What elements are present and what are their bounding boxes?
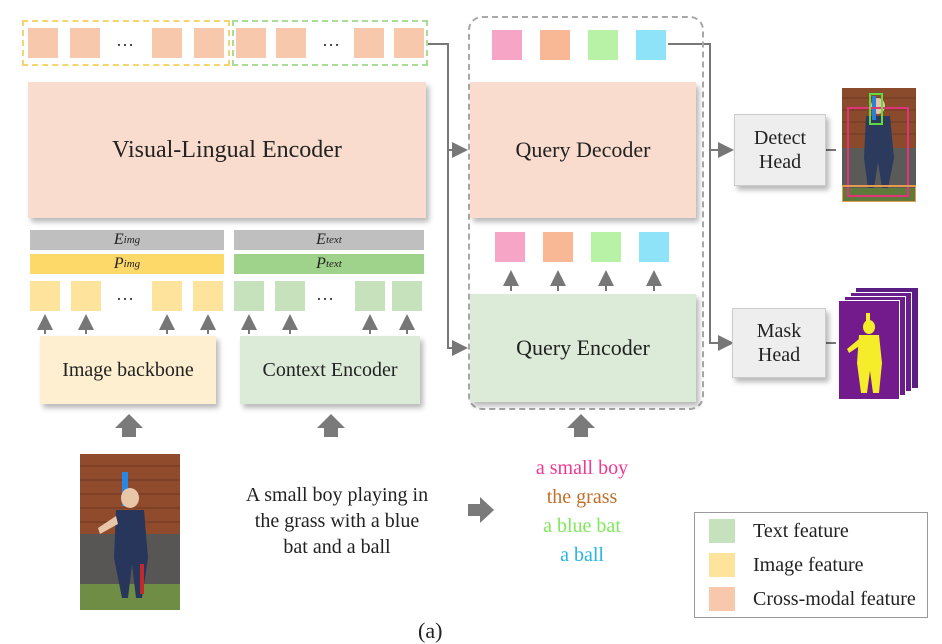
phrase-list: a small boy the grass a blue bat a ball (500, 454, 664, 570)
mask-silhouette (847, 313, 882, 393)
context-encoder-label: Context Encoder (262, 358, 398, 381)
image-embedding-sub: img (123, 234, 141, 246)
legend-item-text-feature: Text feature (709, 519, 849, 543)
arrow-to-query-decoder (428, 43, 468, 158)
text-feature-token (234, 281, 264, 311)
query-token-orange (543, 232, 573, 262)
phrase-a-small-boy: a small boy (535, 457, 629, 479)
text-token-strip (232, 20, 428, 66)
phrase-the-grass: the grass (546, 486, 618, 508)
arrow-to-mask-head (709, 150, 734, 351)
text-embedding-sub: text (325, 234, 342, 246)
image-backbone: Image backbone (40, 336, 216, 404)
phrase-a-blue-bat: a blue bat (543, 515, 621, 537)
phrase-a-ball: a ball (560, 544, 604, 566)
text-feature-token (275, 281, 305, 311)
detect-head: Detect Head (734, 114, 826, 186)
text-embedding-label: E (316, 231, 326, 248)
mask-output (838, 300, 900, 400)
caption-text: A small boy playing in the grass with a … (218, 482, 456, 560)
legend-swatch-image (709, 553, 735, 577)
mask-head-line1: Mask (756, 320, 802, 342)
detection-output-photo (842, 88, 916, 202)
figure-label: (a) (418, 618, 443, 643)
detection-output-image (842, 88, 916, 202)
cross-modal-token (28, 28, 58, 58)
query-encoder: Query Encoder (470, 294, 696, 402)
arrow-to-query-encoder (447, 150, 468, 356)
image-feature-token (71, 281, 101, 311)
caption-line3: bat and a ball (283, 536, 391, 558)
image-position-label: P (113, 255, 124, 272)
legend-swatch-text (709, 519, 735, 543)
image-position-sub: img (123, 258, 141, 270)
cross-modal-token (194, 28, 224, 58)
visual-lingual-encoder-label: Visual-Lingual Encoder (112, 136, 342, 163)
query-decoder-label: Query Decoder (515, 137, 651, 162)
thick-arrow-query (567, 414, 595, 437)
cross-modal-token (70, 28, 100, 58)
legend-label-image: Image feature (753, 553, 864, 576)
thick-arrow-text (317, 414, 345, 437)
text-position-sub: text (325, 258, 342, 270)
caption-line2: the grass with a blue (254, 510, 420, 532)
legend-label-cross-modal: Cross-modal feature (753, 587, 916, 610)
text-position-label: P (316, 255, 326, 272)
context-encoder: Context Encoder (240, 336, 420, 404)
image-feature-token (30, 281, 60, 311)
image-backbone-label: Image backbone (62, 358, 194, 381)
caption-line1: A small boy playing in (245, 484, 429, 506)
query-token-pink (492, 30, 522, 60)
image-token-strip (22, 20, 230, 66)
cross-modal-token (276, 28, 306, 58)
cross-modal-token (236, 28, 266, 58)
query-token-orange (540, 30, 570, 60)
image-feature-arrows (37, 314, 216, 334)
arrow-to-detect-head (668, 43, 734, 158)
detect-head-line2: Head (758, 151, 802, 173)
text-feature-token (392, 281, 422, 311)
input-image (80, 454, 180, 610)
cross-modal-token (394, 28, 424, 58)
query-token-pink (495, 232, 525, 262)
legend-swatch-cross-modal (709, 587, 735, 611)
top-dots-left: … (116, 30, 136, 50)
mask-head-line2: Head (757, 344, 801, 366)
image-embedding-label: E (113, 231, 124, 248)
query-token-green (588, 30, 618, 60)
query-decoder: Query Decoder (470, 82, 696, 218)
thick-arrow-caption-to-phrases (468, 497, 494, 523)
top-dots-right: … (322, 30, 342, 50)
cross-modal-token (152, 28, 182, 58)
mask-head: Mask Head (732, 308, 826, 378)
image-feature-token (152, 281, 182, 311)
input-photo (80, 454, 180, 610)
query-token-cyan (636, 30, 666, 60)
query-encoder-label: Query Encoder (516, 335, 650, 360)
cross-modal-token (354, 28, 384, 58)
image-feature-token (193, 281, 223, 311)
query-token-cyan (639, 232, 669, 262)
legend: Text feature Image feature Cross-modal f… (694, 512, 928, 618)
text-feature-token (355, 281, 385, 311)
visual-lingual-encoder: Visual-Lingual Encoder (28, 82, 426, 218)
thick-arrow-image (115, 414, 143, 437)
query-feature-arrows (503, 270, 662, 291)
text-feature-arrows (241, 314, 415, 334)
legend-item-cross-modal: Cross-modal feature (709, 587, 916, 611)
query-module-container (468, 16, 704, 410)
image-feature-dots: … (116, 284, 136, 304)
text-feature-dots: … (316, 284, 336, 304)
detect-head-line1: Detect (753, 127, 807, 149)
legend-label-text: Text feature (753, 519, 849, 542)
query-token-green (591, 232, 621, 262)
legend-item-image-feature: Image feature (709, 553, 863, 577)
